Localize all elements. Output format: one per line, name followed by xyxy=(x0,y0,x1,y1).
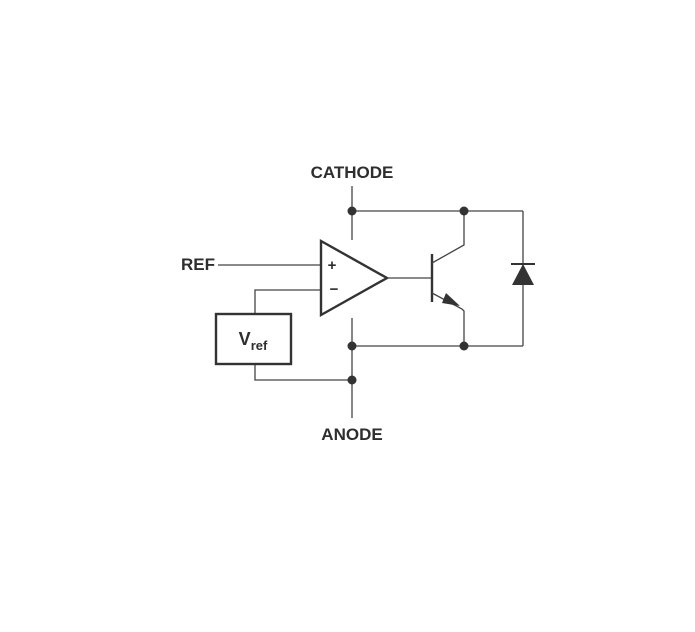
vref-to-anode-wire xyxy=(254,364,352,381)
anode-junction-node xyxy=(347,375,357,385)
inverting-sign: − xyxy=(330,281,339,298)
vref-subscript: ref xyxy=(251,338,268,353)
diode-icon xyxy=(512,264,534,285)
ref-label: REF xyxy=(181,255,215,274)
transistor-collector xyxy=(431,211,465,264)
vref-label: Vref xyxy=(239,329,268,353)
noninverting-sign: + xyxy=(328,257,337,274)
vref-box xyxy=(214,312,293,366)
vref-main-text: V xyxy=(239,329,251,349)
anode-label: ANODE xyxy=(321,425,382,444)
collector-junction-node xyxy=(459,206,469,216)
opamp-ground-junction-node xyxy=(347,341,357,351)
op-amp-triangle xyxy=(319,238,390,318)
emitter-junction-node xyxy=(459,341,469,351)
emitter-arrow-icon xyxy=(442,293,460,306)
vref-to-inverting-wire xyxy=(254,289,321,314)
cathode-label: CATHODE xyxy=(311,163,394,182)
cathode-junction-node xyxy=(347,206,357,216)
